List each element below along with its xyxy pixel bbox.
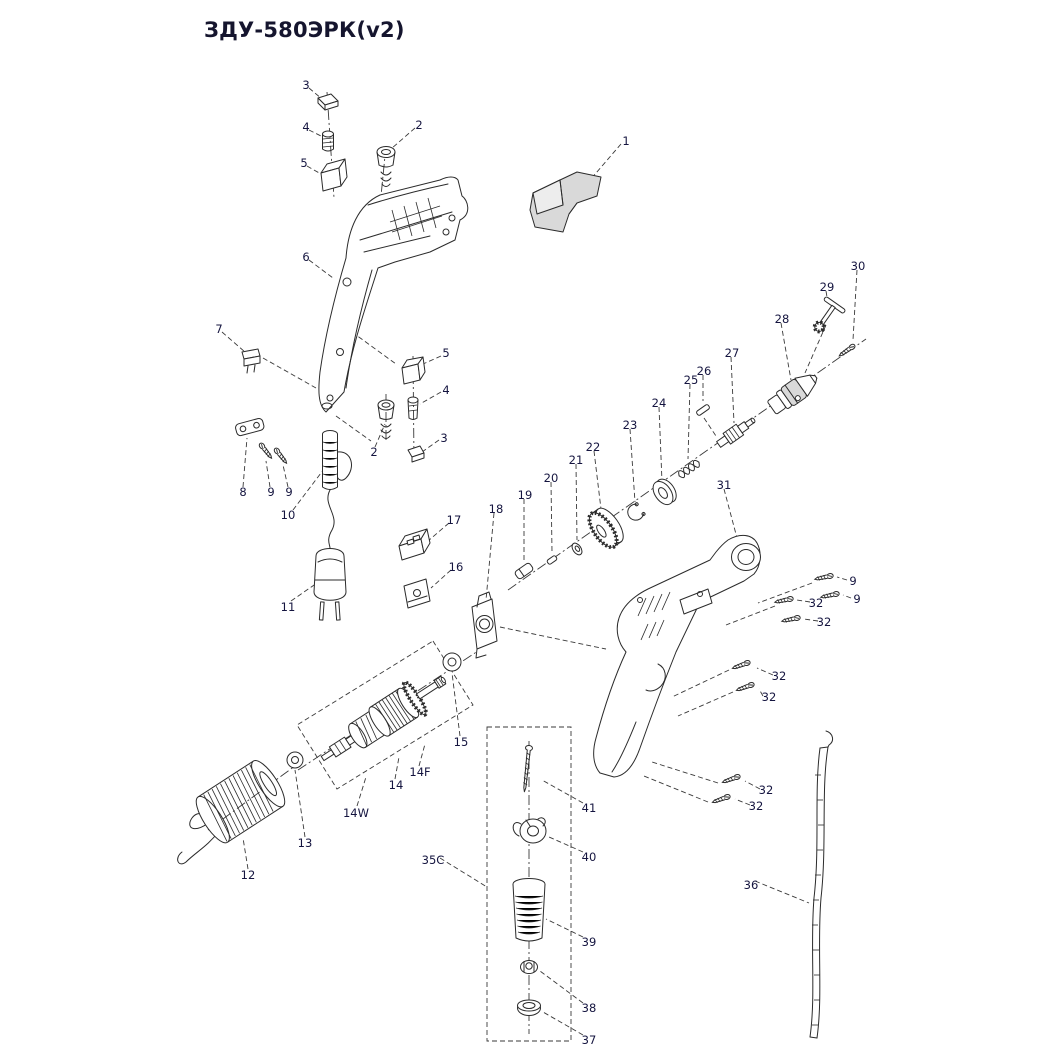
part-washer-15 [442, 652, 462, 672]
part-carbon-brush-top [322, 130, 334, 152]
part-handle-screw-41 [523, 744, 533, 793]
part-terminal-block [241, 348, 261, 374]
leader-lines [221, 87, 858, 1036]
part-carbon-brush-lower [407, 396, 419, 420]
housing-screw-32d [735, 681, 756, 694]
part-brush-holder-top [320, 158, 348, 192]
part-chuck-28 [767, 374, 818, 415]
part-chuck-key-29 [812, 296, 846, 334]
part-brush-cap-top [317, 93, 339, 111]
part-power-plug [313, 489, 347, 621]
part-bearing-cap-lower [377, 399, 395, 439]
part-cord-clamp [235, 418, 265, 437]
part-bearing-cap-top [376, 146, 396, 187]
part-screw-30 [837, 342, 857, 359]
housing-screw-9b [819, 590, 841, 601]
part-pin-19 [514, 562, 534, 580]
clamp-screw-left [257, 441, 274, 461]
part-brush-holder-lower [401, 356, 426, 385]
part-housing-right [593, 535, 761, 778]
part-stator [177, 759, 286, 865]
part-housing-left [318, 176, 469, 413]
part-brush-cap-lower [407, 445, 425, 463]
part-washer-21 [571, 542, 583, 556]
part-motor-cover [529, 171, 602, 233]
part-spring-25 [678, 459, 700, 479]
housing-screw-32e [721, 773, 742, 786]
part-washer-13 [286, 751, 304, 769]
part-gear-22 [587, 507, 624, 550]
housing-screw-32c [731, 659, 752, 672]
side-handle-assembly-box [486, 726, 572, 1042]
part-cap-37 [517, 999, 541, 1016]
part-circlip-23 [627, 502, 646, 521]
part-cord-guard [322, 430, 352, 490]
housing-screw-32a [773, 595, 795, 606]
part-key-26 [696, 404, 710, 416]
page-title: ЗДУ-580ЭРК(v2) [204, 18, 405, 42]
housing-screw-32f [711, 793, 732, 806]
part-bearing-bracket [471, 591, 498, 659]
part-nut-38 [520, 960, 538, 974]
part-bearing-24 [652, 478, 677, 506]
part-switch-plate [403, 578, 431, 609]
part-side-handle-39 [512, 878, 546, 942]
housing-screw-9a [813, 572, 835, 583]
housing-screw-32b [780, 614, 802, 625]
part-armature [296, 640, 474, 790]
clamp-screw-right [272, 446, 289, 466]
part-switch [398, 528, 431, 561]
part-spindle-27 [716, 417, 756, 448]
part-depth-rod-36 [809, 730, 834, 1039]
part-clamp-ring-40 [512, 817, 547, 844]
part-pin-20 [546, 555, 558, 565]
